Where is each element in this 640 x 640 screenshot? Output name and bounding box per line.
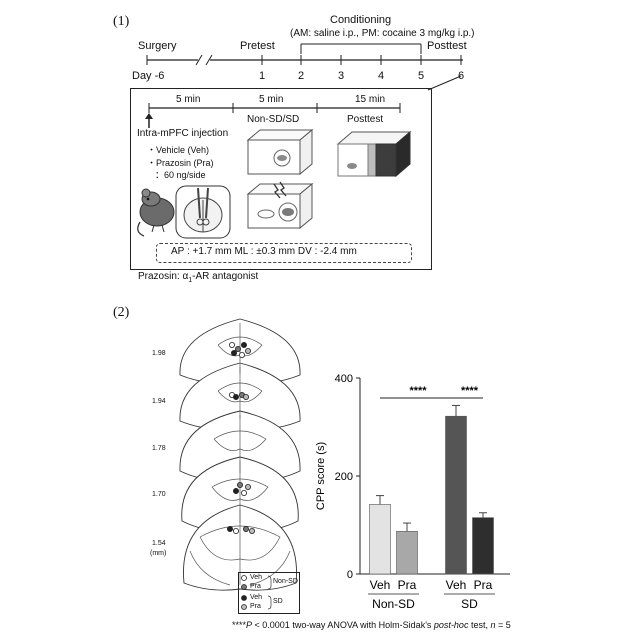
legend-veh-sd: Veh — [250, 594, 262, 601]
group-label-0: Non-SD — [372, 597, 415, 611]
y-axis-label: CPP score (s) — [315, 442, 327, 510]
footnote-tail: test, — [468, 620, 490, 630]
footnote-posthoc: post-hoc — [434, 620, 469, 630]
y-tick-label-2: 400 — [335, 373, 353, 385]
group-label-1: SD — [461, 597, 478, 611]
footnote-mid: < 0.0001 two-way ANOVA with Holm-Sidak's — [252, 620, 434, 630]
bar-2 — [446, 416, 467, 574]
legend-pra-sd: Pra — [250, 603, 261, 610]
stats-footnote: ****P < 0.0001 two-way ANOVA with Holm-S… — [232, 620, 511, 630]
category-label-2: Veh — [446, 578, 467, 592]
bar-3 — [473, 518, 494, 574]
legend-pra-nonsd: Pra — [250, 583, 261, 590]
category-label-1: Pra — [398, 578, 417, 592]
footnote-end: = 5 — [495, 620, 510, 630]
y-tick-label-0: 0 — [347, 569, 353, 581]
significance-label-1: **** — [461, 385, 479, 397]
bar-1 — [397, 531, 418, 574]
legend-nonsd-group: Non-SD — [273, 578, 298, 585]
category-label-3: Pra — [474, 578, 493, 592]
footnote-stars: **** — [232, 620, 246, 630]
legend-veh-nonsd: Veh — [250, 574, 262, 581]
bar-0 — [370, 504, 391, 574]
legend-sd-group: SD — [273, 598, 283, 605]
y-tick-label-1: 200 — [335, 471, 353, 483]
category-label-0: Veh — [370, 578, 391, 592]
significance-label-0: **** — [409, 385, 427, 397]
cpp-score-chart: 0 200 400CPP score (s) Veh Pra Veh PraNon-SD SD… — [310, 360, 530, 610]
